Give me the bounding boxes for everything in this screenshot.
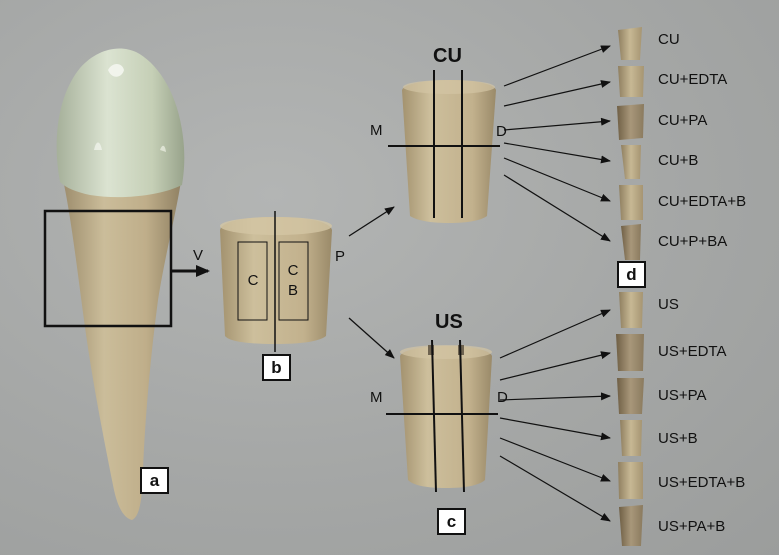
cu-sample-label: CU+EDTA: [658, 72, 727, 87]
mesial-label-top: M: [370, 123, 383, 138]
us-sample-label: US: [658, 297, 679, 312]
cu-sample-label: CU+P+BA: [658, 234, 727, 249]
panel-label-a: a: [140, 467, 169, 494]
us-sample-label: US+EDTA: [658, 344, 727, 359]
panel-label-c: c: [437, 508, 466, 535]
distal-label-top: D: [496, 124, 507, 139]
distal-label-bottom: D: [497, 390, 508, 405]
cu-title: CU: [433, 46, 462, 66]
block-to-cu-arrow: [349, 207, 394, 236]
panel-label-b: b: [262, 354, 291, 381]
cu-specimen: [388, 70, 500, 223]
us-title: US: [435, 312, 463, 332]
block-to-us-arrow: [349, 318, 394, 358]
cu-slices: [617, 27, 644, 260]
palatal-label: P: [335, 249, 345, 264]
us-sample-label: US+PA: [658, 388, 707, 403]
us-sample-label: US+B: [658, 431, 698, 446]
tooth-illustration: [57, 49, 185, 520]
us-sample-label: US+PA+B: [658, 519, 725, 534]
cu-sample-label: CU+PA: [658, 113, 707, 128]
cu-sample-label: CU+B: [658, 153, 698, 168]
vestibular-label: V: [193, 248, 203, 263]
cu-sample-label: CU: [658, 32, 680, 47]
us-specimen: [386, 340, 498, 492]
section-cb-label-c: C: [285, 262, 301, 280]
section-block: [220, 211, 332, 352]
cu-fan-arrows: [504, 46, 610, 241]
section-c-label: C: [245, 272, 261, 290]
cu-sample-label: CU+EDTA+B: [658, 194, 746, 209]
panel-label-d: d: [617, 261, 646, 288]
section-cb-label-b: B: [285, 282, 301, 300]
us-sample-label: US+EDTA+B: [658, 475, 745, 490]
us-fan-arrows: [500, 310, 610, 521]
us-slices: [616, 292, 644, 546]
mesial-label-bottom: M: [370, 390, 383, 405]
